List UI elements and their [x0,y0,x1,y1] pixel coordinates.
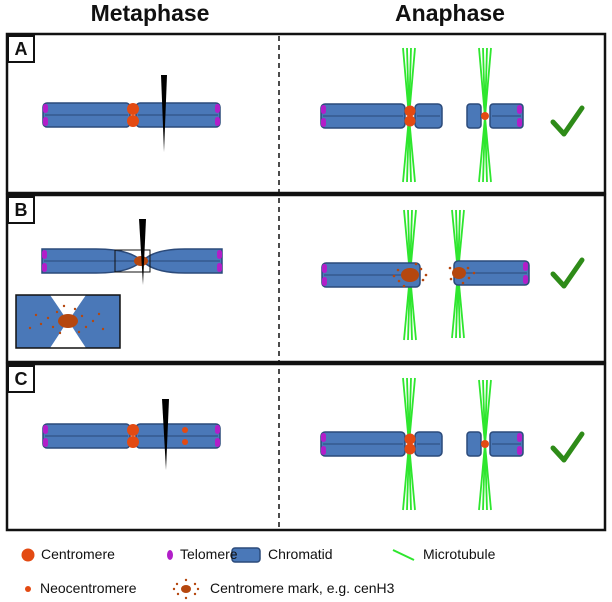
telomere [321,433,326,442]
panel-a-metaphase [42,75,221,152]
centromere [404,105,416,117]
centromere [127,424,139,436]
centromere [404,433,416,445]
centromere [404,443,416,455]
panel-c-metaphase [42,399,221,470]
telomere [43,425,48,434]
panel-c-frame [5,362,607,532]
telomere [215,104,220,113]
telomere [42,263,47,272]
telomere [523,262,528,271]
neocentromere [481,440,489,448]
centromere [127,115,139,127]
legend-microtubule: Microtubule [423,546,496,562]
telomere [43,438,48,447]
telomere [43,117,48,126]
telomere [321,118,326,127]
telomere [217,250,222,259]
chromatid [466,103,482,129]
chromatid-swatch [231,547,261,563]
zoom-inset [15,294,121,349]
centromere [127,103,139,115]
cut-wedge-icon [139,219,146,285]
telomere [43,104,48,113]
microtubule-swatch [392,549,415,561]
metaphase-header: Metaphase [90,0,210,26]
zoom-box [114,249,151,273]
legend-neocentromere: Neocentromere [40,580,137,596]
panel-c-anaphase [320,377,585,511]
telomere [517,433,522,442]
row-label-b: B [7,196,35,224]
neocentromere [182,439,188,445]
neocentromere-swatch [25,586,31,592]
telomere [322,264,327,273]
telomere [322,277,327,286]
telomere [215,438,220,447]
check-icon [550,257,585,289]
centromere-mark-swatch [172,578,200,600]
check-icon [550,105,585,137]
centromere [481,112,489,120]
centromere-mark [134,256,148,266]
centromere [127,436,139,448]
panel-b-metaphase [15,219,223,349]
telomere [215,117,220,126]
centromere [404,115,416,127]
telomere [517,446,522,455]
telomere [42,250,47,259]
telomere [523,275,528,284]
telomere [517,118,522,127]
chromatid [466,431,482,457]
row-label-a: A [7,35,35,63]
panel-a-frame [5,32,607,195]
cut-wedge-icon [162,399,169,470]
panel-b-frame [5,193,607,364]
telomere [517,105,522,114]
telomere [321,105,326,114]
neocentromere [182,427,188,433]
legend-chromatid: Chromatid [268,546,333,562]
legend-centromere: Centromere [41,546,115,562]
row-label-c: C [7,365,35,393]
panel-a-anaphase [320,47,585,183]
telomere [321,446,326,455]
check-icon [550,431,585,463]
telomere [215,425,220,434]
centromere-swatch [21,548,35,562]
anaphase-header: Anaphase [395,0,505,26]
legend-centromere-mark: Centromere mark, e.g. cenH3 [210,580,395,596]
telomere-swatch [167,550,173,560]
telomere [217,263,222,272]
legend-telomere: Telomere [180,546,238,562]
panel-b-anaphase [321,209,585,341]
cut-wedge-icon [161,75,167,152]
centromere-mark [392,262,476,288]
microtubule [402,377,492,511]
legend-icons [21,547,415,600]
